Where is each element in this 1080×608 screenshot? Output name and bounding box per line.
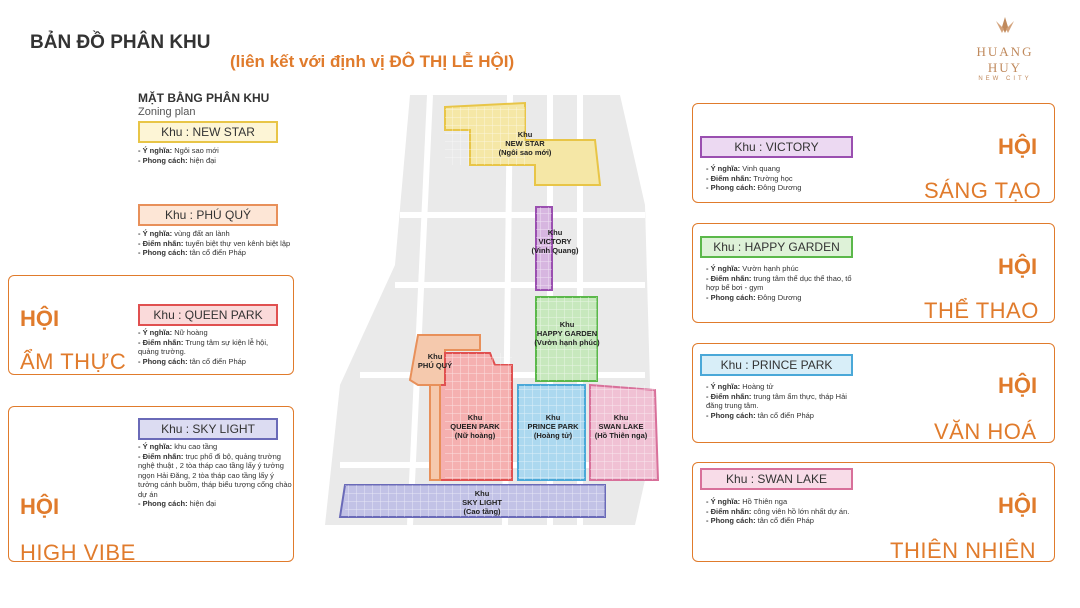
- zone-desc-swan-lake: - Ý nghĩa: Hồ Thiên nga - Điểm nhấn: côn…: [706, 497, 850, 525]
- hoi-sang-tao-word: HỘI: [998, 134, 1038, 159]
- hoi-high-vibe-box: [8, 406, 294, 562]
- section-subtitle: Zoning plan: [138, 106, 196, 118]
- hoi-high-vibe-word: HỘI: [20, 494, 60, 519]
- zone-label-victory: Khu : VICTORY: [700, 136, 853, 158]
- hoi-thien-nhien-theme: THIÊN NHIÊN: [890, 538, 1037, 563]
- zone-desc-phu-quy: - Ý nghĩa: vùng đất an lành - Điểm nhấn:…: [138, 229, 291, 257]
- page-subtitle: (liên kết với định vị ĐÔ THỊ LỄ HỘI): [230, 52, 515, 71]
- hoi-am-thuc-word: HỘI: [20, 306, 60, 331]
- zone-label-swan-lake: Khu : SWAN LAKE: [700, 468, 853, 490]
- brand-logo: HUANG HUY NEW CITY: [960, 15, 1050, 82]
- zone-label-new-star: Khu : NEW STAR: [138, 121, 278, 143]
- hoi-sang-tao-box: [692, 103, 1055, 203]
- logo-subtitle: NEW CITY: [978, 76, 1032, 82]
- hoi-am-thuc-box: [8, 275, 294, 375]
- hoi-thien-nhien-box: [692, 462, 1055, 562]
- zone-label-queen-park: Khu : QUEEN PARK: [138, 304, 278, 326]
- hoi-am-thuc-theme: ẨM THỰC: [20, 349, 127, 374]
- zoning-map: [325, 94, 660, 526]
- zone-desc-prince-park: - Ý nghĩa: Hoàng tử - Điểm nhấn: trung t…: [706, 382, 847, 420]
- hoi-sang-tao-theme: SÁNG TẠO: [924, 178, 1042, 203]
- zone-label-happy-garden: Khu : HAPPY GARDEN: [700, 236, 853, 258]
- zone-label-prince-park: Khu : PRINCE PARK: [700, 354, 853, 376]
- zone-desc-happy-garden: - Ý nghĩa: Vườn hạnh phúc - Điểm nhấn: t…: [706, 264, 852, 302]
- zone-label-sky-light: Khu : SKY LIGHT: [138, 418, 278, 440]
- hoi-the-thao-box: [692, 223, 1055, 323]
- page-title: BẢN ĐỒ PHÂN KHU: [30, 32, 211, 53]
- zone-desc-new-star: - Ý nghĩa: Ngôi sao mới - Phong cách: hi…: [138, 146, 219, 165]
- hoi-the-thao-theme: THỂ THAO: [924, 298, 1039, 323]
- logo-name: HUANG HUY: [976, 44, 1034, 75]
- lotus-logo-icon: [996, 17, 1014, 33]
- map-zone-queen-park-outer: [429, 384, 441, 481]
- hoi-the-thao-word: HỘI: [998, 254, 1038, 279]
- zone-label-phu-quy: Khu : PHÚ QUÝ: [138, 204, 278, 226]
- zone-desc-victory: - Ý nghĩa: Vinh quang - Điểm nhấn: Trườn…: [706, 164, 802, 192]
- hoi-thien-nhien-word: HỘI: [998, 493, 1038, 518]
- hoi-van-hoa-theme: VĂN HOÁ: [934, 419, 1037, 444]
- section-title: MẶT BẰNG PHÂN KHU: [138, 91, 270, 105]
- hoi-high-vibe-theme: HIGH VIBE: [20, 540, 136, 565]
- zone-desc-queen-park: - Ý nghĩa: Nữ hoàng - Điểm nhấn: Trung t…: [138, 328, 269, 366]
- hoi-van-hoa-box: [692, 343, 1055, 443]
- hoi-van-hoa-word: HỘI: [998, 373, 1038, 398]
- zone-desc-sky-light: - Ý nghĩa: khu cao tầng - Điểm nhấn: trụ…: [138, 442, 292, 508]
